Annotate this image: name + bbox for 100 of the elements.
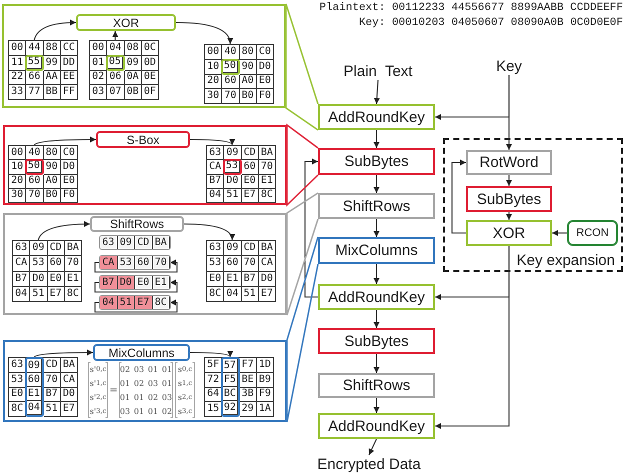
- operation-box: XOR: [76, 14, 176, 31]
- equation-term: 01: [133, 406, 145, 418]
- process-box: RotWord: [466, 150, 552, 175]
- matrix-cell: 70: [258, 160, 276, 174]
- matrix-cell: 70: [26, 188, 44, 203]
- operation-box: ShiftRows: [90, 216, 184, 232]
- matrix-cell: 55: [27, 56, 42, 68]
- matrix-cell: 04: [107, 41, 124, 56]
- detail-panel: [3, 340, 287, 422]
- arrow: [374, 264, 380, 284]
- matrix-cell: 51: [242, 286, 259, 302]
- matrix-cell: 99: [44, 56, 61, 70]
- arrow: [368, 438, 377, 456]
- matrix-cell: 22: [9, 70, 26, 86]
- matrix-cell: 70: [64, 256, 82, 272]
- equation-term: 03: [133, 364, 145, 376]
- matrix-cell: 29: [240, 402, 257, 417]
- matrix-cell: 33: [9, 85, 26, 100]
- matrix-cell: FF: [60, 85, 78, 100]
- matrix-cell: 06: [107, 70, 124, 86]
- matrix-cell: 04: [224, 286, 242, 302]
- operation-box: MixColumns: [93, 344, 190, 361]
- matrix-cell: 60: [222, 74, 240, 90]
- matrix-cell: A0: [240, 74, 257, 90]
- matrix-cell: 80: [240, 45, 257, 60]
- matrix-cell: E0: [135, 276, 152, 289]
- matrix-cell: 09: [224, 241, 242, 256]
- input-text: Key: 00010203 04050607 08090A0B 0C0D0E0F: [358, 17, 623, 29]
- matrix-cell: 8C: [152, 296, 170, 309]
- matrix-cell: BA: [152, 236, 170, 249]
- matrix-cell: EE: [60, 70, 78, 86]
- matrix-cell: 63: [207, 146, 224, 160]
- matrix-cell: 60: [224, 256, 242, 272]
- matrix-cell: 8C: [64, 286, 82, 302]
- shifted-bytes: [100, 296, 152, 309]
- arrow: [34, 20, 76, 40]
- matrix-cell: 80: [44, 146, 61, 160]
- matrix-cell: DD: [60, 56, 78, 70]
- arrow: [506, 175, 512, 186]
- matrix-cell: 72: [205, 372, 222, 388]
- byte-matrix: [206, 240, 276, 302]
- matrix-cell: 30: [9, 188, 26, 203]
- arrow: [190, 350, 231, 358]
- flow-label: Encrypted Data: [310, 455, 428, 473]
- process-box: SubBytes: [318, 148, 435, 175]
- arrow: [451, 160, 466, 234]
- byte-row: [100, 296, 170, 309]
- byte-row: [100, 256, 170, 269]
- arrow: [435, 246, 510, 429]
- equation-term: 03: [147, 378, 159, 390]
- matrix-cell: B7: [44, 388, 61, 402]
- arrow: [38, 221, 90, 240]
- matrix-cell: 60: [242, 160, 259, 174]
- matrix-cell: 08: [124, 41, 142, 56]
- equation-term: 02: [147, 392, 159, 404]
- process-box: ShiftRows: [318, 373, 435, 398]
- matrix-cell: BB: [44, 85, 61, 100]
- arrow: [374, 219, 380, 237]
- arrow: [374, 354, 380, 373]
- matrix-cell: E0: [242, 174, 259, 189]
- matrix-cell: D0: [30, 272, 48, 287]
- matrix-cell: 60: [27, 373, 42, 387]
- matrix-cell: 3B: [240, 388, 257, 402]
- matrix-cell: B0: [44, 188, 61, 203]
- matrix-cell: E0: [9, 388, 26, 402]
- equation-term: 01: [161, 364, 173, 376]
- equation-term: 03: [119, 406, 131, 418]
- matrix-cell: 40: [26, 146, 44, 160]
- matrix-cell: 00: [9, 41, 26, 56]
- matrix-cell: 8C: [9, 402, 26, 417]
- matrix-cell: D0: [256, 60, 274, 74]
- byte-matrix: [89, 40, 159, 100]
- process-box: AddRoundKey: [318, 413, 435, 439]
- matrix-cell: 10: [9, 160, 26, 174]
- equation-term: 02: [161, 406, 173, 418]
- matrix-cell: CA: [207, 160, 224, 174]
- matrix-cell: 90: [44, 160, 61, 174]
- matrix-cell: 70: [152, 256, 170, 269]
- matrix-cell: E1: [64, 272, 82, 287]
- matrix-cell: 64: [205, 388, 222, 402]
- matrix-cell: 0C: [142, 41, 159, 56]
- matrix-cell: 5F: [205, 358, 222, 373]
- matrix-cell: BA: [60, 358, 78, 373]
- byte-matrix: [8, 145, 78, 203]
- matrix-cell: 30: [205, 89, 222, 104]
- matrix-cell: 09: [224, 146, 242, 160]
- matrix-cell: E7: [48, 286, 65, 302]
- equation-term: 01: [119, 378, 131, 390]
- matrix-cell: 63: [13, 241, 30, 256]
- matrix-cell: 1A: [256, 402, 274, 417]
- process-box: AddRoundKey: [318, 284, 435, 310]
- matrix-cell: E1: [224, 272, 242, 287]
- matrix-cell: 20: [205, 74, 222, 90]
- matrix-cell: 09: [27, 359, 42, 373]
- arrow: [34, 350, 93, 358]
- matrix-cell: CD: [135, 236, 152, 249]
- highlight-frame: [25, 357, 44, 417]
- matrix-cell: 90: [240, 60, 257, 74]
- matrix-cell: 50: [27, 161, 42, 172]
- operation-box: S-Box: [96, 131, 190, 148]
